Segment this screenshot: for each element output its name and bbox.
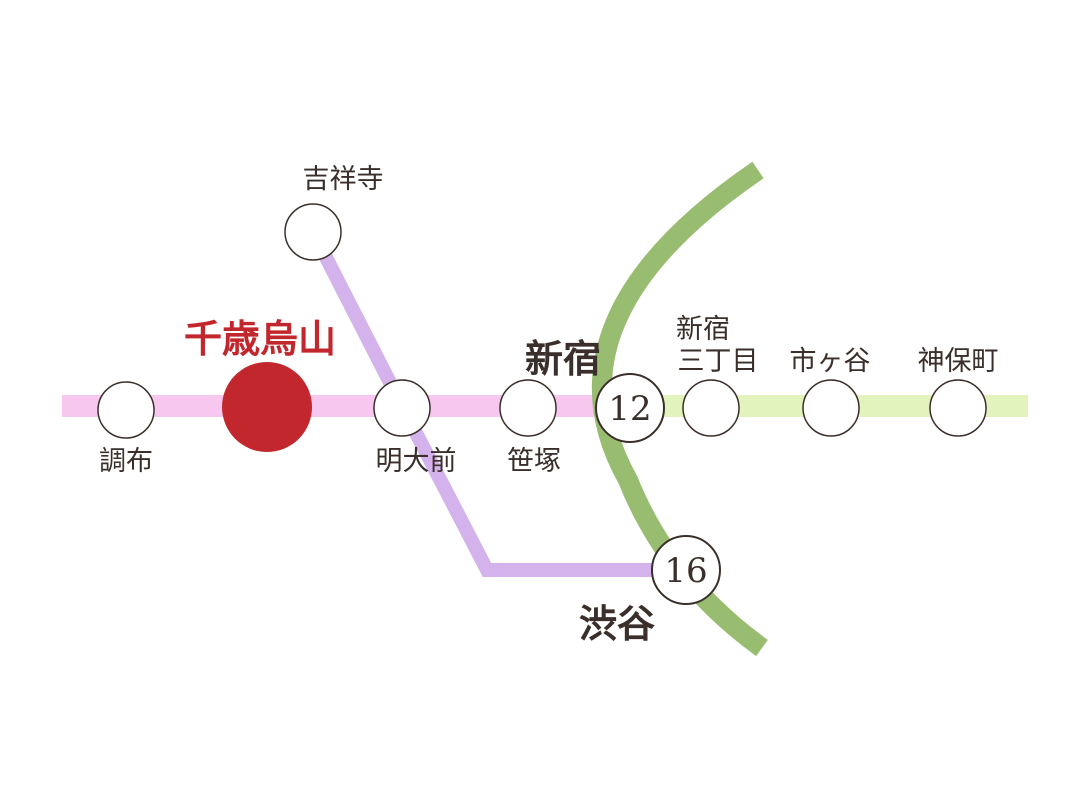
label-chofu: 調布 [99,446,153,477]
station-sasazuka-marker[interactable] [499,379,557,437]
inokashira-line [306,228,686,577]
station-jimbocho-marker[interactable] [929,379,987,437]
label-sasazuka: 笹塚 [507,446,561,477]
label-jimbocho: 神保町 [918,346,999,377]
shibuya-badge[interactable] [651,535,721,605]
label-shinjuku: 新宿 [525,336,601,381]
station-meidaimae-marker[interactable] [373,379,431,437]
label-shibuya: 渋谷 [579,601,655,646]
station-chitose-karasuyama-marker[interactable] [222,362,312,452]
label-shinjuku-sanchome-line1: 新宿 [676,314,730,345]
station-shinjuku-sanchome-marker[interactable] [682,379,740,437]
shinjuku-minutes: 12 [608,389,651,429]
label-shinjuku-sanchome-line2: 三丁目 [678,346,759,377]
station-chofu-marker[interactable] [97,381,155,439]
label-chitose-karasuyama: 千歳烏山 [184,316,336,361]
label-ichigaya: 市ヶ谷 [790,346,871,377]
label-kichijoji: 吉祥寺 [303,164,384,195]
station-kichijoji-marker[interactable] [284,203,342,261]
shinjuku-badge[interactable] [595,373,665,443]
shibuya-minutes: 16 [664,551,707,591]
label-meidaimae: 明大前 [376,446,457,477]
station-ichigaya-marker[interactable] [802,379,860,437]
